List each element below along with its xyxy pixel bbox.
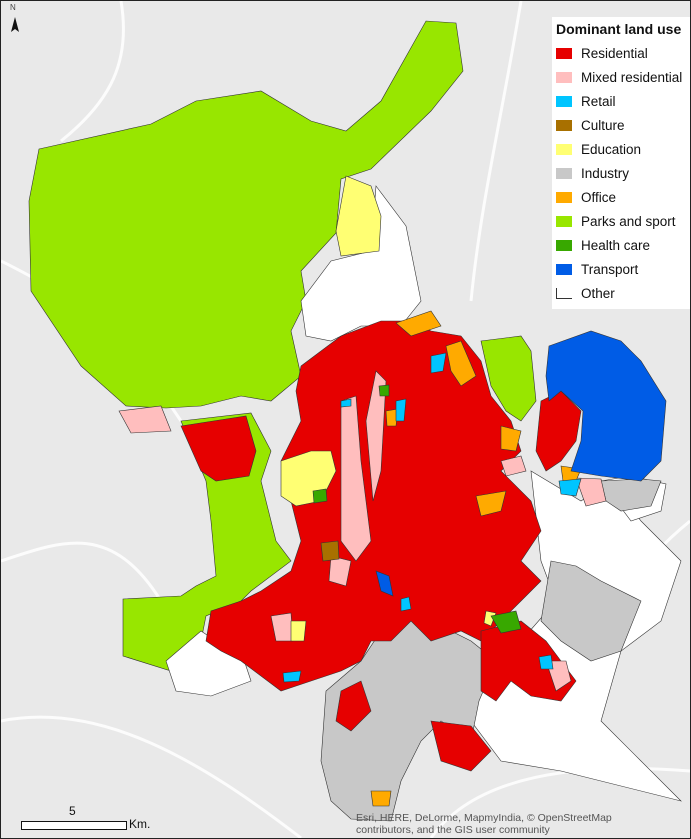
region-retail[interactable]: [282, 352, 582, 683]
legend-item-health-care: Health care: [556, 233, 690, 257]
legend-item-parks-and-sport: Parks and sport: [556, 209, 690, 233]
scale-bar-rect: [21, 821, 127, 830]
region-residential[interactable]: [180, 320, 582, 772]
legend-label: Other: [581, 285, 615, 301]
credits-line-2: contributors, and the GIS user community: [356, 823, 550, 836]
north-arrow-label: N: [10, 3, 16, 12]
legend-swatch: [556, 47, 572, 59]
legend-swatch: [556, 191, 572, 203]
legend-label: Industry: [581, 165, 630, 181]
legend-item-culture: Culture: [556, 113, 690, 137]
region-parks[interactable]: [28, 20, 537, 672]
north-arrow: [8, 5, 22, 35]
legend-item-mixed-residential: Mixed residential: [556, 65, 690, 89]
legend-item-retail: Retail: [556, 89, 690, 113]
legend-label: Education: [581, 141, 642, 157]
legend-label: Transport: [581, 261, 639, 277]
region-health-care[interactable]: [312, 384, 522, 634]
legend-label: Health care: [581, 237, 651, 253]
scale-bar-unit: Km.: [129, 817, 151, 831]
region-mixed-residential[interactable]: [118, 370, 607, 692]
legend-item-transport: Transport: [556, 257, 690, 281]
legend-swatch: [556, 287, 572, 299]
legend-item-office: Office: [556, 185, 690, 209]
legend-item-education: Education: [556, 137, 690, 161]
legend: Dominant land use Residential Mixed resi…: [552, 17, 690, 309]
region-transport[interactable]: [375, 330, 667, 597]
map-credits: Esri, HERE, DeLorme, MapmyIndia, © OpenS…: [356, 812, 676, 836]
scale-bar-value: 5: [69, 804, 76, 818]
legend-label: Mixed residential: [581, 69, 683, 85]
legend-swatch: [556, 71, 572, 83]
region-office[interactable]: [370, 310, 582, 807]
legend-label: Retail: [581, 93, 616, 109]
legend-swatch: [556, 167, 572, 179]
legend-label: Culture: [581, 117, 625, 133]
credits-line-1: Esri, HERE, DeLorme, MapmyIndia, © OpenS…: [356, 812, 612, 824]
legend-label: Residential: [581, 45, 648, 61]
region-culture[interactable]: [320, 540, 340, 562]
legend-swatch: [556, 143, 572, 155]
legend-swatch: [556, 95, 572, 107]
north-arrow-icon: [11, 17, 19, 32]
legend-label: Parks and sport: [581, 213, 676, 229]
legend-item-residential: Residential: [556, 41, 690, 65]
legend-item-industry: Industry: [556, 161, 690, 185]
legend-item-other: Other: [556, 281, 690, 305]
legend-title: Dominant land use: [556, 21, 682, 37]
legend-label: Office: [581, 189, 617, 205]
legend-swatch: [556, 239, 572, 251]
legend-swatch: [556, 263, 572, 275]
legend-swatch: [556, 119, 572, 131]
legend-swatch: [556, 215, 572, 227]
